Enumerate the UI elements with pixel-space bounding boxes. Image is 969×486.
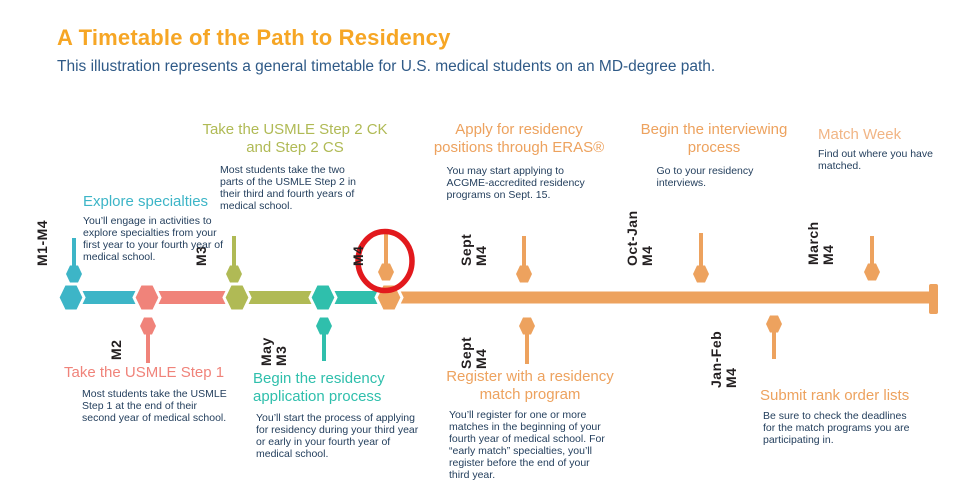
timeline-end-cap bbox=[929, 284, 938, 314]
milestone-title: Explore specialties bbox=[83, 193, 209, 210]
marker-label-oct-jan-m4: Oct-Jan M4 bbox=[624, 210, 655, 266]
milestone-register-match: Register with a residency match program … bbox=[434, 368, 626, 481]
milestone-title: Submit rank order lists bbox=[760, 387, 910, 404]
milestone-usmle-step1: Take the USMLE Step 1 Most students take… bbox=[64, 364, 229, 424]
marker-label-m4-circled[interactable]: M4 bbox=[350, 245, 366, 266]
milestone-explore-specialties: Explore specialties You’ll engage in act… bbox=[83, 193, 228, 263]
milestone-body: Most students take the USMLE Step 1 at t… bbox=[82, 388, 227, 424]
timeline-arrow-segments bbox=[71, 284, 938, 314]
milestone-body: Find out where you have matched. bbox=[818, 148, 933, 172]
milestone-title: Take the USMLE Step 2 CK and Step 2 CS bbox=[202, 121, 388, 156]
milestone-application-process: Begin the residency application process … bbox=[253, 370, 425, 460]
marker-label-sept-m4-bottom: Sept M4 bbox=[458, 336, 489, 369]
marker-label-may-m3: May M3 bbox=[258, 337, 289, 366]
marker-hexagon-icons bbox=[66, 263, 880, 335]
marker-stems bbox=[72, 231, 874, 364]
milestone-body: Go to your residency interviews. bbox=[656, 165, 754, 189]
page-subtitle: This illustration represents a general t… bbox=[57, 58, 716, 75]
marker-label-m1-m4: M1-M4 bbox=[34, 219, 50, 266]
milestone-usmle-step2: Take the USMLE Step 2 CK and Step 2 CS M… bbox=[197, 121, 393, 212]
milestone-body: You’ll register for one or more matches … bbox=[449, 409, 605, 481]
milestone-body: Most students take the two parts of the … bbox=[220, 164, 356, 212]
marker-label-sept-m4-top: Sept M4 bbox=[458, 233, 489, 266]
milestone-body: You’ll start the process of applying for… bbox=[256, 412, 419, 460]
marker-label-m2: M2 bbox=[108, 339, 124, 360]
milestone-title: Register with a residency match program bbox=[446, 368, 614, 403]
milestone-title: Apply for residency positions through ER… bbox=[433, 121, 605, 156]
marker-label-jan-feb-m4: Jan-Feb M4 bbox=[708, 330, 739, 388]
milestone-title: Match Week bbox=[818, 126, 902, 143]
marker-label-march-m4: March M4 bbox=[805, 221, 836, 265]
milestone-body: Be sure to check the deadlines for the m… bbox=[763, 410, 910, 446]
highlight-circle-annotation[interactable] bbox=[355, 228, 415, 294]
milestone-match-week: Match Week Find out where you have match… bbox=[818, 126, 948, 172]
milestone-body: You may start applying to ACGME-accredit… bbox=[446, 165, 585, 201]
page-title: A Timetable of the Path to Residency bbox=[57, 25, 451, 50]
milestone-body: You’ll engage in activities to explore s… bbox=[83, 215, 224, 263]
milestone-title: Take the USMLE Step 1 bbox=[64, 364, 225, 381]
milestone-title: Begin the residency application process bbox=[253, 370, 385, 405]
milestone-rank-order: Submit rank order lists Be sure to check… bbox=[760, 387, 930, 446]
milestone-interviewing: Begin the interviewing process Go to you… bbox=[628, 121, 800, 189]
milestone-title: Begin the interviewing process bbox=[640, 121, 788, 156]
milestone-apply-eras: Apply for residency positions through ER… bbox=[424, 121, 614, 201]
